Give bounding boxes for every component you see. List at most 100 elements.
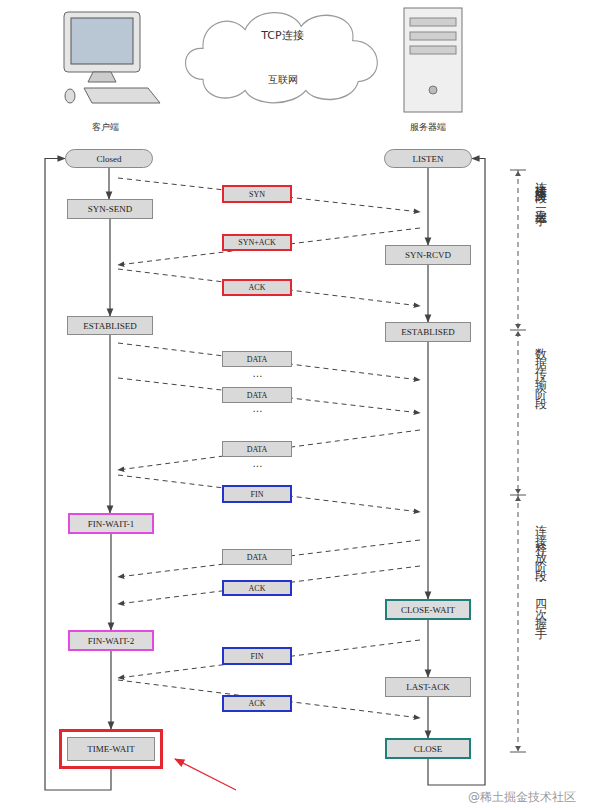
monitor-screen [71,18,133,64]
bracket-arrow [515,489,521,494]
node-text: ESTABLISED [401,327,454,337]
node-text: SYN-SEND [88,204,133,214]
cloud-shape: TCP连接互联网 [175,2,390,107]
state-transition [110,651,111,729]
message-box: DATA [222,387,292,403]
bracket-tick [510,495,526,496]
node-text: CLOSE-WAIT [401,605,455,615]
message-arrow [118,680,420,718]
message-arrow [118,475,420,512]
state-transition [427,697,428,738]
message-box: ACK [222,279,292,296]
state-transition [109,219,110,316]
node-text: SYN [249,190,265,199]
drive-bay [410,18,456,26]
drive-bay [410,46,456,54]
state-box: ESTABLISED [385,322,471,342]
state-box: SYN-SEND [67,199,153,219]
state-box: FIN-WAIT-2 [68,630,154,651]
message-box: ACK [222,580,292,596]
server-label: 服务器端 [398,121,458,134]
bracket-arrow [515,496,521,501]
bracket-tick [510,170,526,171]
message-arrow [118,269,420,306]
watermark: @稀土掘金技术社区 [452,789,592,806]
node-text: DATA [247,553,268,562]
node-text: ACK [249,699,266,708]
node-text: ACK [249,283,266,292]
message-box: DATA [222,549,292,565]
cloud-shape-path [186,13,378,103]
server-tower [404,8,462,112]
ellipsis: … [240,403,275,414]
message-arrow [118,566,420,604]
state-transition [427,620,428,677]
node-text: ESTABLISED [83,321,136,331]
state-box: CLOSE-WAIT [385,599,471,620]
state-pill: LISTEN [384,149,472,168]
node-text: 互联网 [268,73,298,87]
node-text: LISTEN [413,154,444,164]
bracket-arrow [515,746,521,751]
message-arrow [118,343,420,380]
message-arrow [118,640,420,678]
node-text: FIN [251,652,264,661]
state-box: FIN-WAIT-1 [68,513,154,534]
node-text: FIN-WAIT-1 [88,519,135,529]
state-transition [427,168,428,245]
phase-bracket [518,170,519,752]
node-text: TCP连接 [261,28,303,43]
node-text: LAST-ACK [406,682,450,692]
state-box: TIME-WAIT [59,729,163,769]
node-text: DATA [247,445,268,454]
node-text: SYN+ACK [238,238,275,247]
message-arrow [118,430,420,470]
message-box: SYN+ACK [222,234,292,251]
node-text: ACK [249,584,266,593]
state-transition [45,159,111,791]
cloud-outline [175,2,390,107]
bracket-arrow [515,331,521,336]
state-box: ESTABLISED [67,316,153,335]
node-text: CLOSE [414,744,443,754]
message-box: FIN [222,647,292,665]
ellipsis: … [240,368,275,379]
pointer-arrow [175,759,236,790]
state-transition [109,335,110,513]
bracket-arrow [515,324,521,329]
message-box: DATA [222,441,292,457]
ellipsis: … [240,458,275,469]
monitor [64,12,140,72]
message-arrow [118,228,420,265]
power-button [429,86,437,94]
mouse [65,89,75,103]
monitor-stand [88,72,116,82]
node-text: FIN [251,490,264,499]
drive-bay [410,32,456,40]
state-box: CLOSE [385,738,471,759]
message-arrow [118,178,420,212]
phase-label: 连接释放阶段：四次握手 [532,515,549,626]
node-text: DATA [247,391,268,400]
bracket-tick [510,752,526,753]
client-label: 客户端 [80,121,130,134]
state-transition [427,265,428,322]
state-transition [110,534,111,630]
phase-label: 连接建立阶段：三次握手 [532,172,549,206]
phase-label: 数据传输阶段 [532,338,549,398]
message-arrow [118,378,420,413]
node-text: FIN-WAIT-2 [88,636,135,646]
state-box: LAST-ACK [385,677,471,697]
state-transition [427,342,428,599]
node-text: Closed [96,154,121,164]
message-box: FIN [222,485,292,503]
keyboard [84,88,160,103]
node-text: DATA [247,355,268,364]
node-text: TIME-WAIT [67,737,155,761]
state-box: SYN-RCVD [385,245,471,265]
state-pill: Closed [65,149,153,168]
state-transition [108,168,109,199]
